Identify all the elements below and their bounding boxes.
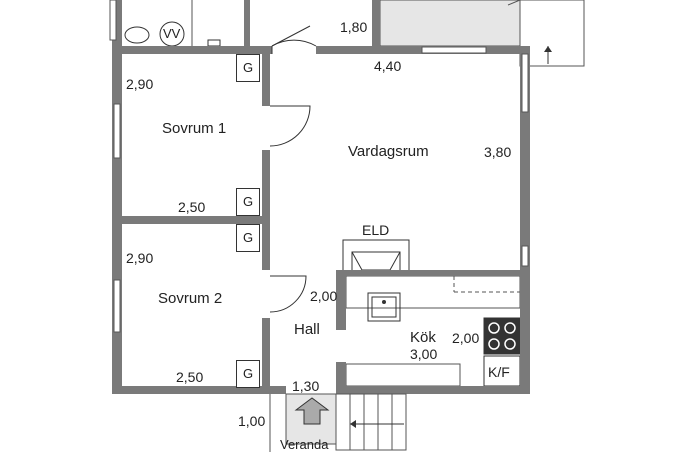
wardrobe-g-sovrum1-top: G: [236, 54, 260, 82]
dim-sovrum2-depth: 2,90: [126, 250, 154, 266]
dim-vardagsrum-width: 4,40: [374, 58, 402, 74]
room-veranda: Veranda: [280, 437, 329, 452]
dim-sovrum2-width: 2,50: [176, 369, 204, 385]
wardrobe-g-sovrum2-top: G: [236, 224, 260, 252]
entrance-arrow-icon: [294, 397, 330, 425]
entrance-stairs: [335, 393, 407, 451]
dim-vardagsrum-depth: 3,80: [484, 144, 512, 160]
wardrobe-g-sovrum2-bottom: G: [236, 360, 260, 388]
dim-kok-depth: 2,00: [452, 330, 480, 346]
top-door-swing: [507, 0, 521, 40]
wardrobe-g-sovrum1-bottom: G: [236, 188, 260, 216]
room-sovrum-2: Sovrum 2: [158, 290, 223, 307]
kitchen-bench: [345, 363, 461, 387]
room-vardagsrum: Vardagsrum: [348, 143, 429, 160]
vv-label: VV: [163, 26, 181, 41]
dim-hall-depth: 2,00: [310, 288, 338, 304]
room-hall: Hall: [294, 321, 320, 338]
room-sovrum-1: Sovrum 1: [162, 120, 227, 137]
sink-icon: [124, 26, 150, 44]
stair-arrow-up-icon: [544, 46, 552, 52]
kitchen-sink-icon: [367, 292, 401, 322]
dim-entry-width: 1,30: [292, 378, 320, 394]
dim-sovrum1-depth: 2,90: [126, 76, 154, 92]
dim-top-center: 1,80: [340, 19, 368, 35]
dim-kok-width: 3,00: [410, 346, 438, 362]
stair-arrow-down-icon: [350, 420, 356, 428]
stove-icon: [483, 317, 521, 355]
top-deck: [379, 0, 521, 47]
room-kok: Kök: [410, 329, 436, 346]
fireplace-label: ELD: [362, 222, 390, 238]
dim-sovrum1-width: 2,50: [178, 199, 206, 215]
fireplace: [342, 239, 410, 275]
doors: [269, 25, 337, 437]
windows: [109, 0, 529, 333]
fridge-freezer-label: K/F: [488, 364, 510, 380]
top-stairs: [519, 0, 585, 67]
dim-veranda-depth: 1,00: [238, 413, 266, 429]
